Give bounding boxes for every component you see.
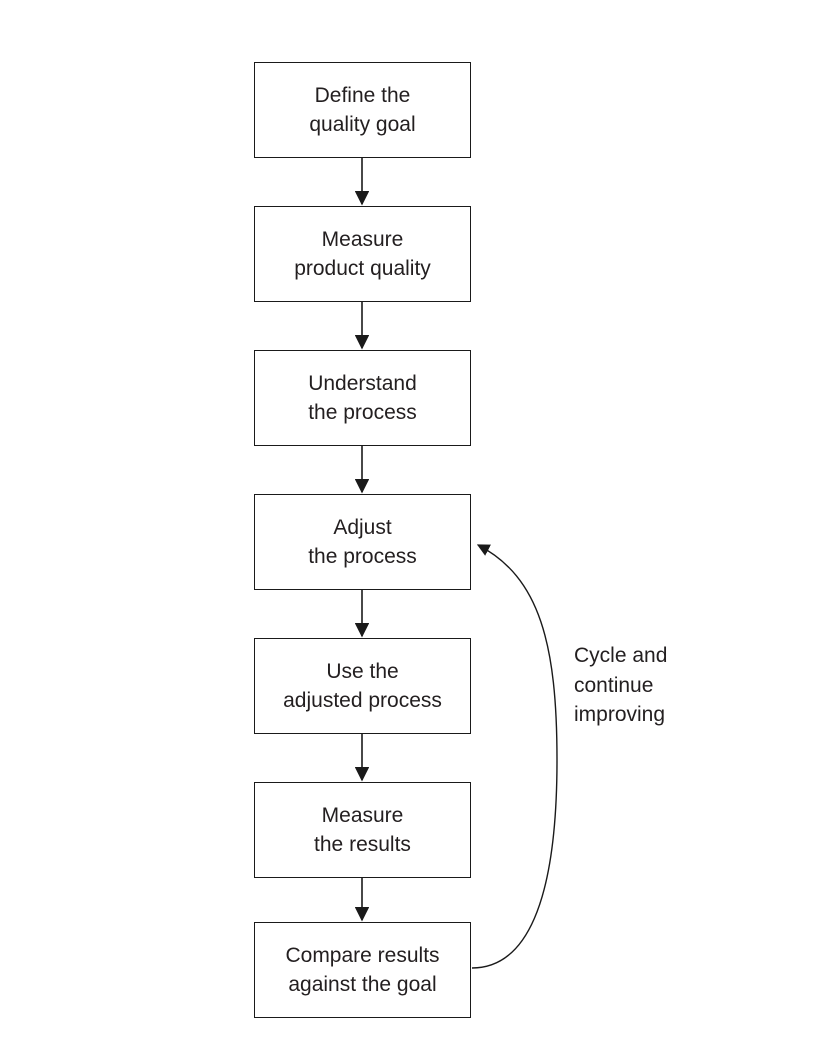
step-label-line: Define the — [314, 84, 411, 107]
step-label-line: Measure — [321, 228, 404, 251]
step-label-line: Compare results — [285, 944, 440, 967]
step-box-understand-the-process: Understand the process — [254, 350, 471, 446]
step-label-line: product quality — [294, 257, 431, 280]
step-label-line: the process — [308, 401, 417, 424]
step-label-line: Adjust — [333, 516, 392, 539]
step-label-line: quality goal — [309, 113, 416, 136]
step-box-compare-results-against-goal: Compare results against the goal — [254, 922, 471, 1018]
step-label-line: Use the — [326, 660, 399, 683]
cycle-annotation-line: Cycle and — [574, 644, 668, 667]
step-box-measure-product-quality: Measure product quality — [254, 206, 471, 302]
step-box-measure-the-results: Measure the results — [254, 782, 471, 878]
step-box-adjust-the-process: Adjust the process — [254, 494, 471, 590]
cycle-feedback-arrow — [471, 544, 558, 969]
step-label-line: Measure — [321, 804, 404, 827]
step-label-line: against the goal — [288, 973, 437, 996]
cycle-annotation-line: continue — [574, 673, 654, 697]
step-label-line: the process — [308, 545, 417, 568]
cycle-annotation: Cycle and continue improving — [574, 641, 667, 730]
step-label-line: the results — [314, 833, 411, 856]
step-label-line: adjusted process — [283, 689, 442, 712]
step-box-define-quality-goal: Define the quality goal — [254, 62, 471, 158]
step-label-line: Understand — [308, 372, 417, 395]
cycle-annotation-line: improving — [574, 703, 666, 726]
step-box-use-the-adjusted-process: Use the adjusted process — [254, 638, 471, 734]
